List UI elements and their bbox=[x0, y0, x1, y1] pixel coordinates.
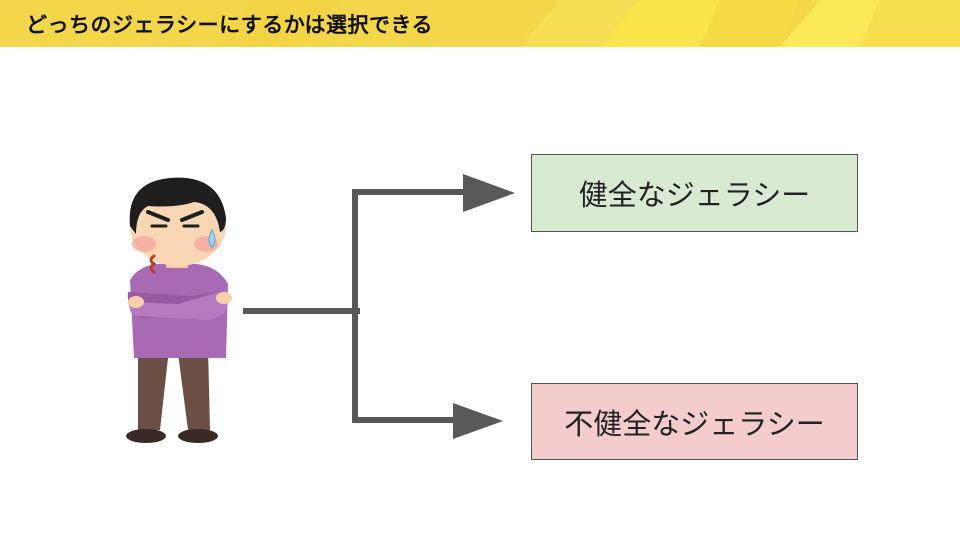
arrowhead-upper bbox=[463, 174, 515, 212]
arrowhead-lower bbox=[453, 403, 503, 439]
man-arms-crossed-thinking-icon bbox=[126, 177, 232, 443]
header-background bbox=[0, 0, 960, 47]
page-title: どっちのジェラシーにするかは選択できる bbox=[26, 13, 434, 37]
option-healthy-label: 健全なジェラシー bbox=[578, 178, 811, 212]
option-unhealthy-label: 不健全なジェラシー bbox=[564, 406, 825, 441]
option-healthy-jealousy: 健全なジェラシー bbox=[531, 154, 858, 232]
header-banner: どっちのジェラシーにするかは選択できる bbox=[0, 0, 960, 47]
option-unhealthy-jealousy: 不健全なジェラシー bbox=[531, 383, 858, 460]
